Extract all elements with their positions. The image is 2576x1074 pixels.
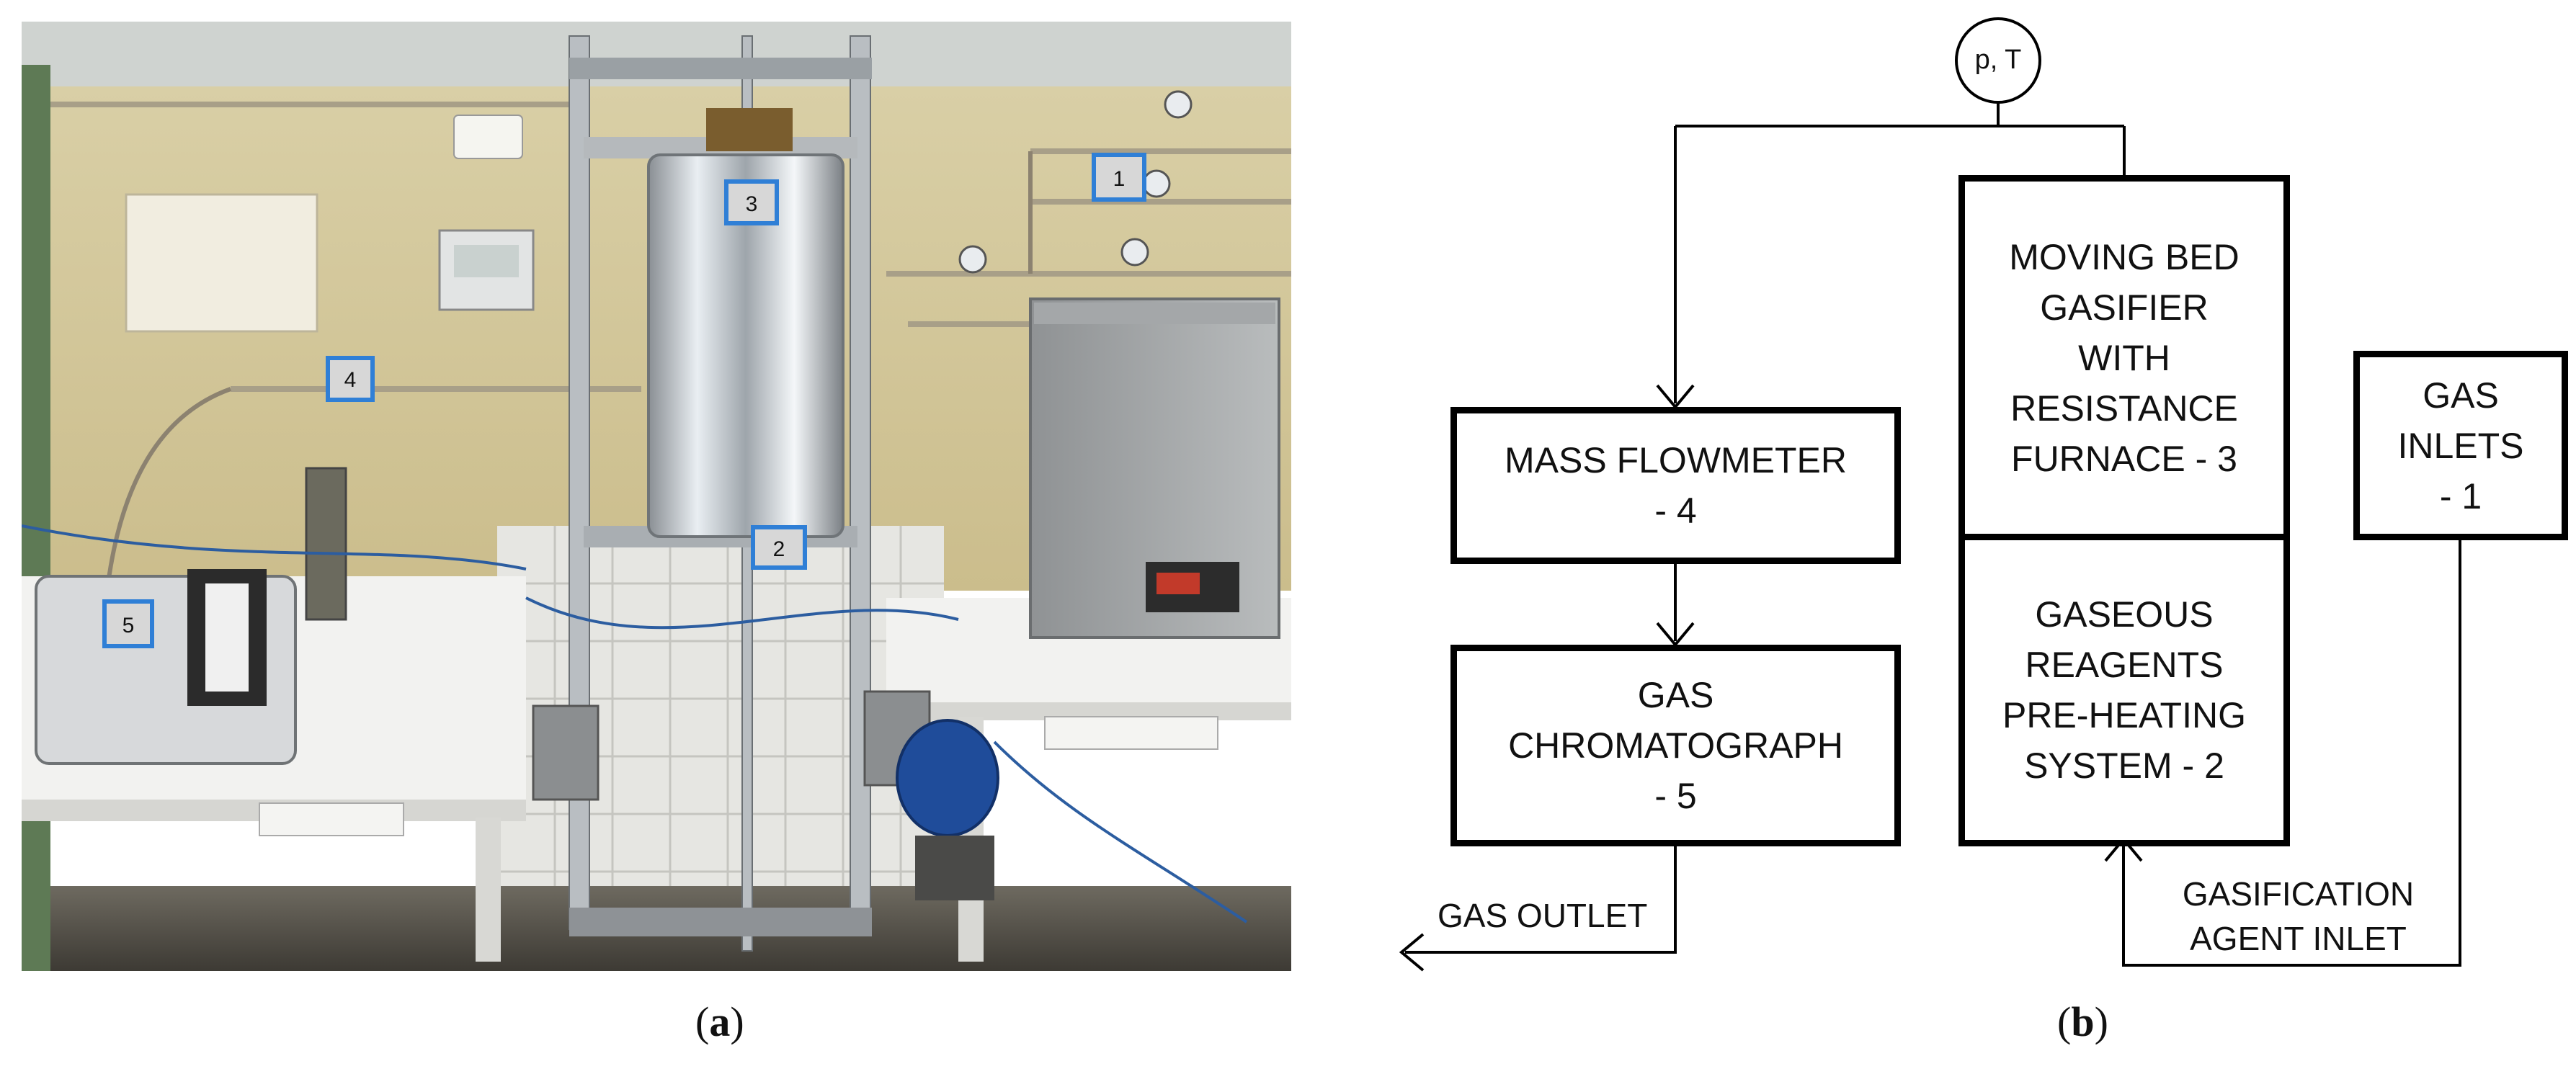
caption-b: (b) (2057, 998, 2108, 1045)
flow-connectors (1399, 17, 2461, 972)
gas-chromatograph-label: GAS CHROMATOGRAPH - 5 (1508, 675, 1843, 816)
photo-panel: 1 2 3 4 5 (22, 22, 1291, 971)
photo-marker-2: 2 (751, 525, 807, 570)
photo-marker-1: 1 (1092, 153, 1146, 202)
gas-chromatograph-box: GAS CHROMATOGRAPH - 5 (1450, 645, 1901, 846)
gas-outlet-label: GAS OUTLET (1438, 897, 1648, 934)
svg-text:1: 1 (1113, 167, 1126, 191)
preheating-label: GASEOUS REAGENTS PRE-HEATING SYSTEM - 2 (2002, 594, 2246, 786)
svg-text:2: 2 (773, 537, 785, 561)
caption-a: (a) (695, 998, 744, 1045)
photo-marker-5: 5 (102, 599, 154, 648)
preheating-box: GASEOUS REAGENTS PRE-HEATING SYSTEM - 2 (1958, 534, 2290, 846)
gasification-agent-inlet-label: GASIFICATION AGENT INLET (2182, 875, 2415, 957)
mass-flowmeter-box: MASS FLOWMETER - 4 (1450, 407, 1901, 564)
gas-outlet-line (1405, 846, 1677, 954)
sensor-label: p, T (1974, 45, 2022, 75)
photo-marker-3: 3 (724, 179, 779, 225)
lab-setup-photo: 1 2 3 4 5 (22, 22, 1291, 971)
svg-text:4: 4 (344, 368, 357, 392)
photo-marker-4: 4 (326, 356, 375, 402)
svg-text:5: 5 (122, 614, 135, 637)
flow-diagram: p, T MASS FLOWMETER - 4 GAS CHROMATOGRAP… (1369, 0, 2576, 1008)
mass-flowmeter-label: MASS FLOWMETER - 4 (1504, 440, 1848, 531)
gasifier-box: MOVING BED GASIFIER WITH RESISTANCE FURN… (1958, 175, 2290, 540)
inlet-to-preheat-line (2122, 540, 2461, 967)
gas-inlets-box: GAS INLETS - 1 (2353, 351, 2568, 540)
gasifier-label: MOVING BED GASIFIER WITH RESISTANCE FURN… (2009, 236, 2239, 479)
svg-text:3: 3 (746, 192, 758, 216)
gas-inlets-label: GAS INLETS - 1 (2397, 375, 2524, 516)
arrowhead-gas-outlet (1399, 933, 1425, 972)
